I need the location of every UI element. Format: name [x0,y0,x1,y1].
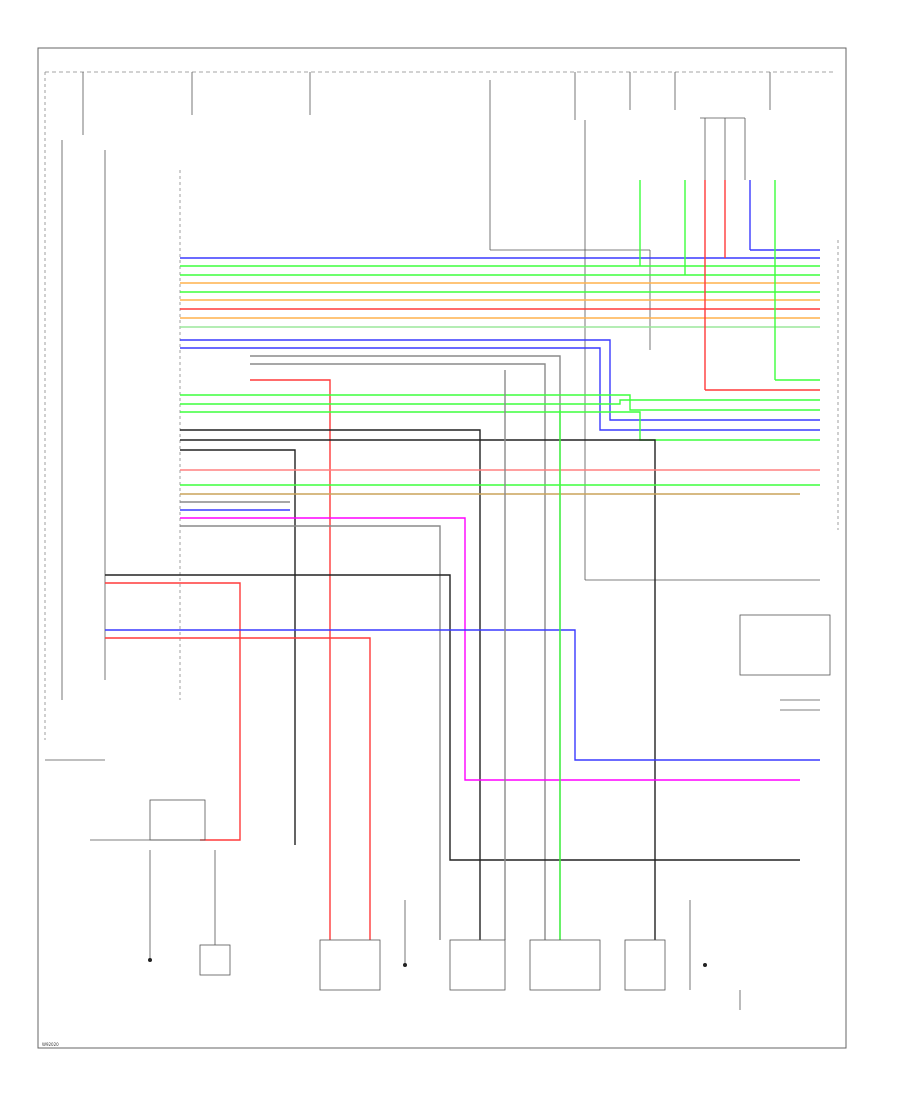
mid-harness-wires [105,339,820,940]
right-vertical-drops [639,180,820,391]
diagram-frame [37,47,847,1049]
main-harness-wires [180,257,820,328]
switch-rear-hatch [624,939,666,991]
transponder-box [149,799,206,841]
switch-left-rear-door [449,939,506,991]
lower-left-components [45,759,206,841]
fuse-drops [82,72,820,581]
bottom-switches [149,850,666,991]
switch-right-rear-door [529,939,601,991]
right-components [689,614,831,1010]
footer-code: W92020 [42,1042,59,1047]
ground-points [148,958,707,967]
switch-driver-door [319,939,381,991]
door-sensor [199,944,231,976]
component-box-right [739,614,831,676]
